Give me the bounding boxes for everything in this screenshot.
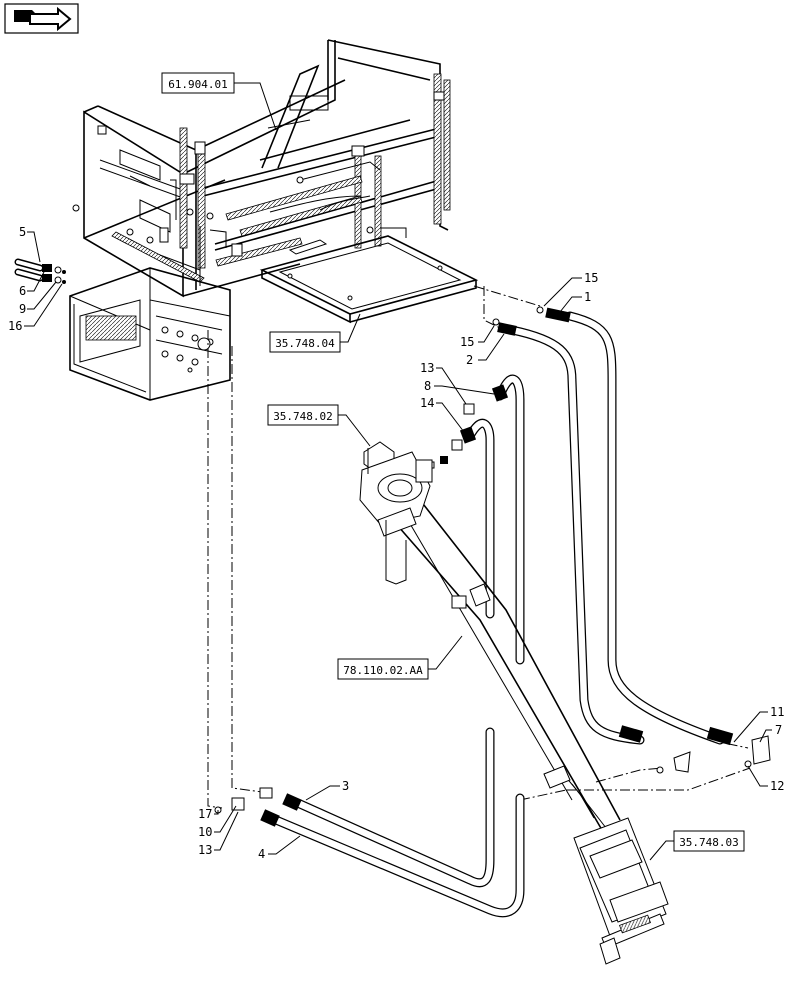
ref-label-cylinder-text: 35.748.02 xyxy=(273,410,333,423)
callout-17: 17 xyxy=(198,807,212,821)
callout-6: 6 xyxy=(19,284,26,298)
ref-label-frame[interactable]: 61.904.01 xyxy=(161,72,277,131)
callout-11: 11 xyxy=(770,705,784,719)
callout-9: 9 xyxy=(19,302,26,316)
callout-16: 16 xyxy=(8,319,22,333)
callout-13-bottom: 13 xyxy=(198,843,212,857)
ref-label-frame-text: 61.904.01 xyxy=(168,78,228,91)
ref-label-bottom[interactable]: 35.748.03 xyxy=(649,830,745,861)
callout-2: 2 xyxy=(466,353,473,367)
hoses xyxy=(271,311,725,918)
frame-assembly xyxy=(14,39,479,401)
ref-label-cylinder[interactable]: 35.748.02 xyxy=(267,404,371,447)
callout-5: 5 xyxy=(19,225,26,239)
ref-label-tray-text: 35.748.04 xyxy=(275,337,335,350)
callout-12: 12 xyxy=(770,779,784,793)
callouts: 5 6 9 16 15 1 15 2 13 8 14 17 10 13 3 4 xyxy=(8,225,784,861)
left-fittings xyxy=(14,258,66,284)
callout-3: 3 xyxy=(342,779,349,793)
ref-label-tray[interactable]: 35.748.04 xyxy=(269,313,361,353)
callout-7: 7 xyxy=(775,723,782,737)
routing-lines xyxy=(207,285,751,809)
boot-assembly xyxy=(573,817,669,965)
callout-1: 1 xyxy=(584,290,591,304)
ref-label-auger[interactable]: 78.110.02.AA xyxy=(337,635,463,680)
callout-13-mid: 13 xyxy=(420,361,434,375)
callout-4: 4 xyxy=(258,847,265,861)
auger-tube xyxy=(359,441,621,847)
callout-15-mid: 15 xyxy=(460,335,474,349)
callout-15-top: 15 xyxy=(584,271,598,285)
page-arrow-icon[interactable] xyxy=(4,3,79,34)
ref-label-bottom-text: 35.748.03 xyxy=(679,836,739,849)
callout-8: 8 xyxy=(424,379,431,393)
callout-10: 10 xyxy=(198,825,212,839)
callout-14: 14 xyxy=(420,396,434,410)
ref-label-auger-text: 78.110.02.AA xyxy=(343,664,423,677)
